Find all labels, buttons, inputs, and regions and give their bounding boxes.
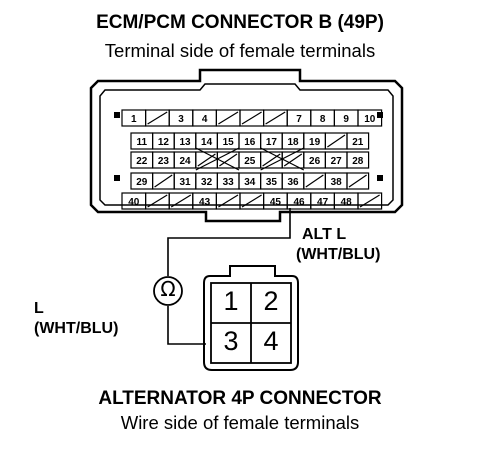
alt-l-wire-color: (WHT/BLU) [296,246,381,263]
ecm-terminal-number: 15 [223,137,235,148]
ecm-terminal-empty-mark [265,111,286,125]
ecm-terminal-number: 33 [223,177,235,188]
wire-alt-l [167,208,291,276]
ecm-terminal-number: 1 [131,114,137,125]
ecm-terminal-number: 45 [270,197,282,208]
alternator-pin-4: 4 [263,326,279,356]
ecm-terminal-number: 40 [128,197,140,208]
ecm-terminal-number: 38 [331,177,343,188]
ecm-terminal-number: 29 [136,177,148,188]
ecm-terminal-number: 22 [136,156,148,167]
ecm-terminal-number: 28 [352,156,364,167]
ohmmeter-icon [153,276,183,306]
ecm-terminal-number: 35 [266,177,278,188]
ecm-terminal-number: 21 [352,137,364,148]
ecm-terminal-number: 18 [287,137,299,148]
ecm-terminal-number: 10 [364,114,376,125]
alternator-connector-title: ALTERNATOR 4P CONNECTOR [98,388,382,409]
alt-l-label: ALT L [302,226,347,243]
alternator-pin-2: 2 [263,286,279,316]
ecm-terminal-empty-mark [147,194,168,208]
ecm-terminal-number: 13 [179,137,191,148]
ecm-terminal-empty-mark [348,174,367,188]
ecm-blank-x-mark [260,147,305,171]
ecm-connector-housing [89,68,404,223]
wire-l [167,306,206,345]
ecm-terminal-number: 12 [158,137,170,148]
ecm-terminal-empty-mark [241,111,262,125]
ecm-terminal-number: 34 [244,177,256,188]
ohm-symbol: Ω [160,277,176,301]
alternator-connector-subtitle: Wire side of female terminals [120,412,360,433]
ecm-terminal-cell [357,192,383,210]
ecm-blank-x-mark [195,147,240,171]
ecm-terminal-number: 43 [199,197,211,208]
ecm-terminal-empty-mark [218,111,239,125]
ecm-terminal-empty-mark [241,194,262,208]
alternator-connector-housing [203,265,299,371]
ecm-terminal-empty-mark [219,153,238,167]
ecm-terminal-number: 9 [343,114,349,125]
ecm-terminal-number: 8 [320,114,326,125]
ecm-terminal-cell [346,172,370,190]
ecm-terminal-number: 16 [244,137,256,148]
ecm-terminal-cell [357,109,383,127]
ecm-terminal-number: 4 [202,114,208,125]
ecm-terminal-number: 7 [296,114,302,125]
ecm-terminal-number: 32 [201,177,213,188]
ecm-terminal-number: 46 [293,197,305,208]
ecm-terminal-empty-mark [327,134,346,148]
ecm-terminal-number: 14 [201,137,213,148]
ecm-terminal-empty-mark [147,111,168,125]
ecm-terminal-number: 25 [244,156,256,167]
ecm-terminal-cell [346,151,370,169]
ecm-terminal-number: 24 [179,156,191,167]
ecm-connector-subtitle: Terminal side of female terminals [104,40,376,61]
alternator-pin-3: 3 [223,326,239,356]
ecm-terminal-empty-mark [283,153,303,167]
ecm-terminal-empty-mark [359,194,380,208]
alternator-pin-1: 1 [223,286,239,316]
ecm-terminal-number: 48 [341,197,353,208]
ecm-latch-right-top [377,112,383,118]
ecm-latch-left-top [114,112,120,118]
ecm-terminal-number: 19 [309,137,321,148]
ecm-terminal-number: 47 [317,197,329,208]
ecm-terminal-empty-mark [218,194,239,208]
ecm-connector-title: ECM/PCM CONNECTOR B (49P) [96,12,384,33]
ecm-latch-left-bottom [114,175,120,181]
ecm-terminal-number: 17 [266,137,278,148]
ecm-terminal-empty-mark [154,174,173,188]
ecm-terminal-number: 3 [178,114,184,125]
ecm-terminal-number: 36 [287,177,299,188]
ecm-latch-right-bottom [377,175,383,181]
ecm-terminal-number: 23 [158,156,170,167]
ecm-terminal-number: 31 [179,177,191,188]
l-label: L [34,300,44,317]
ecm-terminal-number: 27 [331,156,343,167]
ecm-terminal-number: 26 [309,156,321,167]
ecm-terminal-number: 11 [137,137,148,148]
l-wire-color: (WHT/BLU) [34,320,119,337]
ecm-terminal-cell [346,132,370,150]
ecm-terminal-empty-mark [305,174,324,188]
ecm-terminal-empty-mark [170,194,192,208]
ecm-connector-inner-frame [99,83,394,206]
